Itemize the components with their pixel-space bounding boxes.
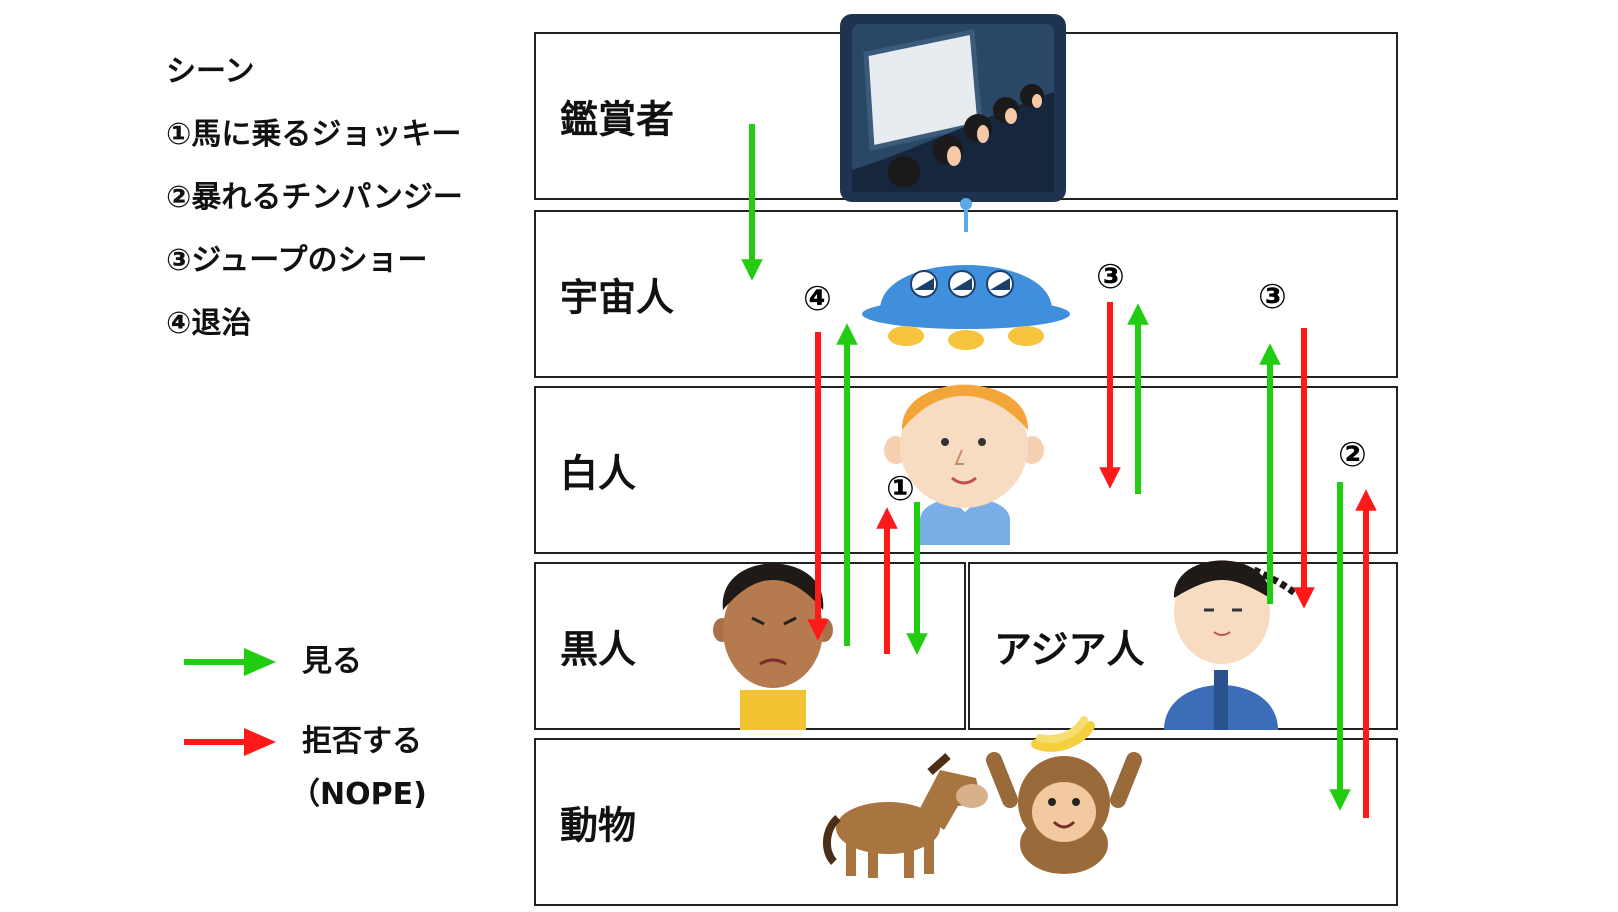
marker-4: ④ <box>803 279 832 319</box>
ufo-icon <box>862 198 1070 350</box>
marker-1: ① <box>886 469 915 509</box>
scene-item-1: ①馬に乗るジョッキー <box>166 117 462 152</box>
legend-look-label: 見る <box>302 644 362 679</box>
asian-boy-icon <box>1164 560 1299 730</box>
legend-reject: 拒否する <box>184 720 422 764</box>
band-label-viewer: 鑑賞者 <box>560 97 675 142</box>
horse-icon <box>823 753 988 878</box>
band-label-black: 黒人 <box>560 627 637 672</box>
legend-reject-sublabel: （NOPE) <box>290 777 427 812</box>
band-label-alien: 宇宙人 <box>560 275 675 320</box>
green-arrow-icon <box>184 648 276 676</box>
white-boy-icon <box>884 384 1044 545</box>
band-label-asian: アジア人 <box>994 627 1145 672</box>
marker-3b: ③ <box>1258 277 1287 317</box>
band-label-white: 白人 <box>560 451 637 496</box>
scene-heading: シーン <box>166 54 255 89</box>
red-arrow-icon <box>184 728 276 756</box>
marker-3a: ③ <box>1096 257 1125 297</box>
legend-look: 見る <box>184 640 362 684</box>
marker-2: ② <box>1338 435 1367 475</box>
black-boy-icon <box>713 563 833 730</box>
monkey-with-banana-icon <box>986 716 1142 874</box>
scene-item-4: ④退治 <box>166 306 252 341</box>
scene-list: シーン ①馬に乗るジョッキー ②暴れるチンパンジー ③ジュープのショー ④退治 <box>166 50 463 365</box>
theater-audience-icon <box>840 14 1066 202</box>
legend-reject-label: 拒否する <box>302 724 422 759</box>
legend-reject-sub: （NOPE) <box>290 773 427 817</box>
band-animal: 動物 <box>534 738 1398 906</box>
scene-item-2: ②暴れるチンパンジー <box>166 180 463 215</box>
scene-item-3: ③ジュープのショー <box>166 243 428 278</box>
band-label-animal: 動物 <box>560 803 637 848</box>
